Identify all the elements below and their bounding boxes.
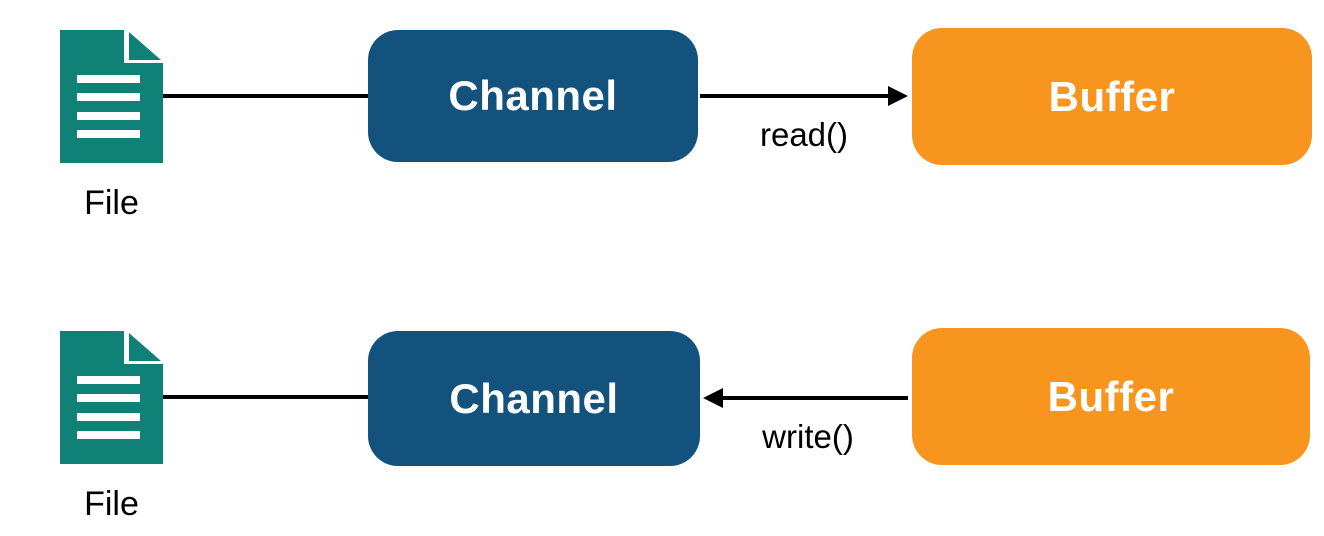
file-channel-connector [163, 395, 368, 399]
write-arrow-line [721, 396, 908, 400]
channel-node: Channel [368, 331, 700, 466]
file-icon [60, 331, 163, 464]
file-channel-connector [163, 94, 368, 98]
read-operation-label: read() [759, 116, 849, 153]
channel-node: Channel [368, 30, 698, 162]
file-label: File [84, 184, 139, 222]
arrow-right-icon [888, 86, 908, 106]
arrow-left-icon [703, 388, 723, 408]
read-arrow-line [700, 94, 892, 98]
file-icon [60, 30, 163, 163]
buffer-node: Buffer [912, 28, 1312, 165]
buffer-node: Buffer [912, 328, 1310, 465]
write-operation-label: write() [762, 418, 854, 455]
file-label: File [84, 485, 139, 523]
